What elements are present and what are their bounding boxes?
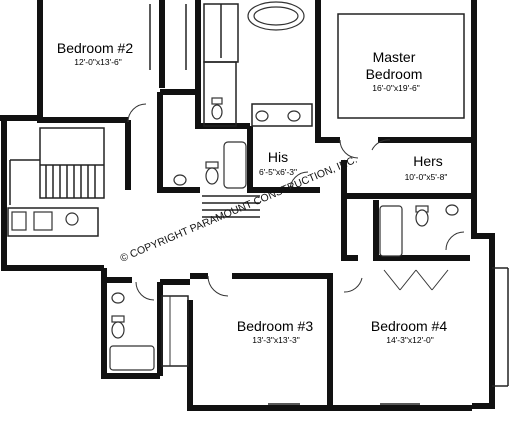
- bedroom4-dim: 14'-3"x12'-0": [386, 335, 434, 345]
- lower-stairs: [202, 195, 260, 218]
- master-dim: 16'-0"x19'-6": [372, 83, 420, 93]
- his-name: His: [268, 149, 288, 165]
- his-dim: 6'-5"x6'-3": [259, 167, 297, 177]
- master-name-line1: Master: [373, 49, 416, 65]
- stair-treads: [40, 164, 104, 198]
- bedroom2-dim: 12'-0"x13'-6": [74, 57, 122, 67]
- bedroom3-dim: 13'-3"x13'-3": [252, 335, 300, 345]
- walls: [0, 0, 495, 411]
- bedroom4-name: Bedroom #4: [371, 318, 447, 334]
- hers-dim: 10'-0"x5'-8": [405, 172, 448, 182]
- hers-name: Hers: [413, 153, 443, 169]
- toilet-master: [211, 97, 223, 120]
- bedroom3-name: Bedroom #3: [237, 318, 313, 334]
- toilet-lower: [111, 315, 125, 339]
- interior-lines: [7, 3, 509, 405]
- door-swings: [127, 103, 465, 301]
- fixtures: [111, 1, 459, 339]
- toilet-his: [205, 161, 219, 185]
- bedroom2-name: Bedroom #2: [57, 40, 133, 56]
- toilet-hers: [415, 205, 429, 227]
- master-name-line2: Bedroom: [366, 66, 423, 82]
